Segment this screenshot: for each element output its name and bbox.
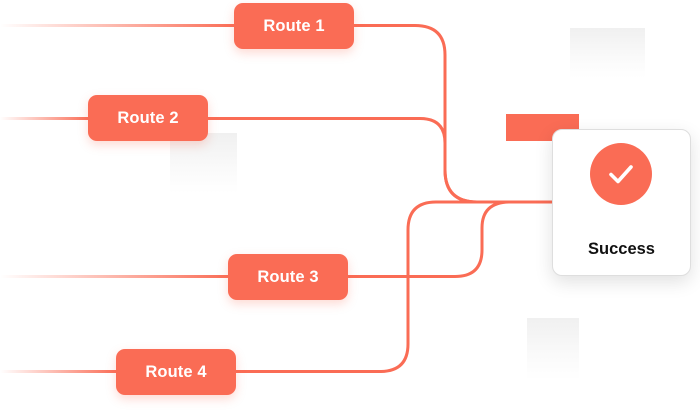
route-2-node[interactable]: Route 2 (88, 95, 208, 141)
route-2-connector (204, 117, 556, 204)
background-shape (570, 28, 645, 78)
route-4-connector (232, 200, 556, 373)
success-card[interactable]: Success (552, 129, 691, 276)
background-shape (527, 318, 579, 380)
route-4-tail (0, 370, 118, 373)
route-3-node[interactable]: Route 3 (228, 254, 348, 300)
route-1-tail (0, 24, 236, 27)
route-4-node[interactable]: Route 4 (116, 349, 236, 395)
route-1-node[interactable]: Route 1 (234, 3, 354, 49)
route-3-connector (344, 200, 556, 278)
route-3-tail (0, 275, 230, 278)
checkmark-icon (590, 143, 652, 205)
background-shape (170, 133, 237, 193)
route-2-tail (0, 117, 90, 120)
success-label: Success (588, 240, 655, 258)
